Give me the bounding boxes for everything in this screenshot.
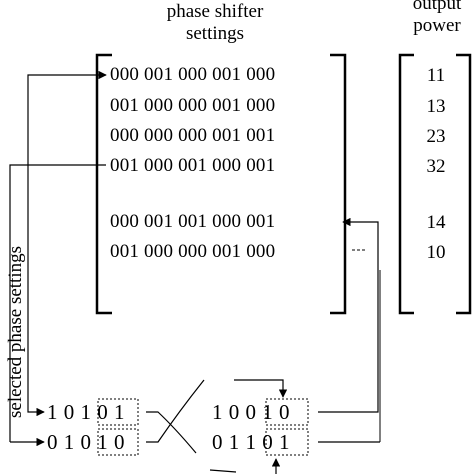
matrix-row-3: 000 000 000 001 001 xyxy=(110,125,276,146)
matrix-row-6: 001 000 000 001 000 xyxy=(110,241,276,262)
power-value-1: 11 xyxy=(426,65,446,86)
selection-line-2 xyxy=(9,164,106,442)
matrix-row-5: 000 001 001 000 001 xyxy=(110,211,276,232)
power-header-line1: output xyxy=(412,0,462,14)
power-value-2: 13 xyxy=(426,96,446,117)
power-value-3: 23 xyxy=(426,126,446,147)
matrix-row-2: 001 000 000 001 000 xyxy=(110,95,276,116)
crossover-line-2 xyxy=(146,379,205,443)
matrix-row-1: 000 001 000 001 000 xyxy=(110,64,276,85)
power-value-5: 14 xyxy=(426,212,446,233)
parent-string-2: 0 1 0 1 0 xyxy=(47,430,125,454)
parent-string-1: 1 0 1 0 1 xyxy=(47,400,125,424)
arrow-to-parent-1 xyxy=(27,405,45,417)
feedback-line-1 xyxy=(318,217,379,413)
child-2-box xyxy=(265,428,309,456)
power-value-6: 10 xyxy=(426,242,446,263)
matrix-left-bracket xyxy=(95,53,112,315)
parent-2-box xyxy=(97,428,139,456)
power-right-bracket xyxy=(456,53,472,315)
selection-line-1 xyxy=(27,70,107,405)
settings-header-line2: settings xyxy=(185,23,245,44)
power-header-line2: power xyxy=(413,15,461,36)
matrix-right-bracket xyxy=(330,53,347,315)
power-left-bracket xyxy=(398,53,414,315)
mutation-tail-bottom xyxy=(209,469,237,473)
child-1-box xyxy=(265,398,309,426)
crossover-line-1 xyxy=(146,411,197,454)
child-string-1: 1 0 0 1 0 xyxy=(212,400,290,424)
settings-header-line1: phase shifter xyxy=(166,1,264,22)
matrix-row-4: 001 000 001 000 001 xyxy=(110,155,276,176)
parent-1-box xyxy=(97,398,139,426)
child-string-2: 0 1 1 0 1 xyxy=(212,430,290,454)
mutation-arrow-top xyxy=(234,379,288,398)
power-value-4: 32 xyxy=(426,156,446,177)
